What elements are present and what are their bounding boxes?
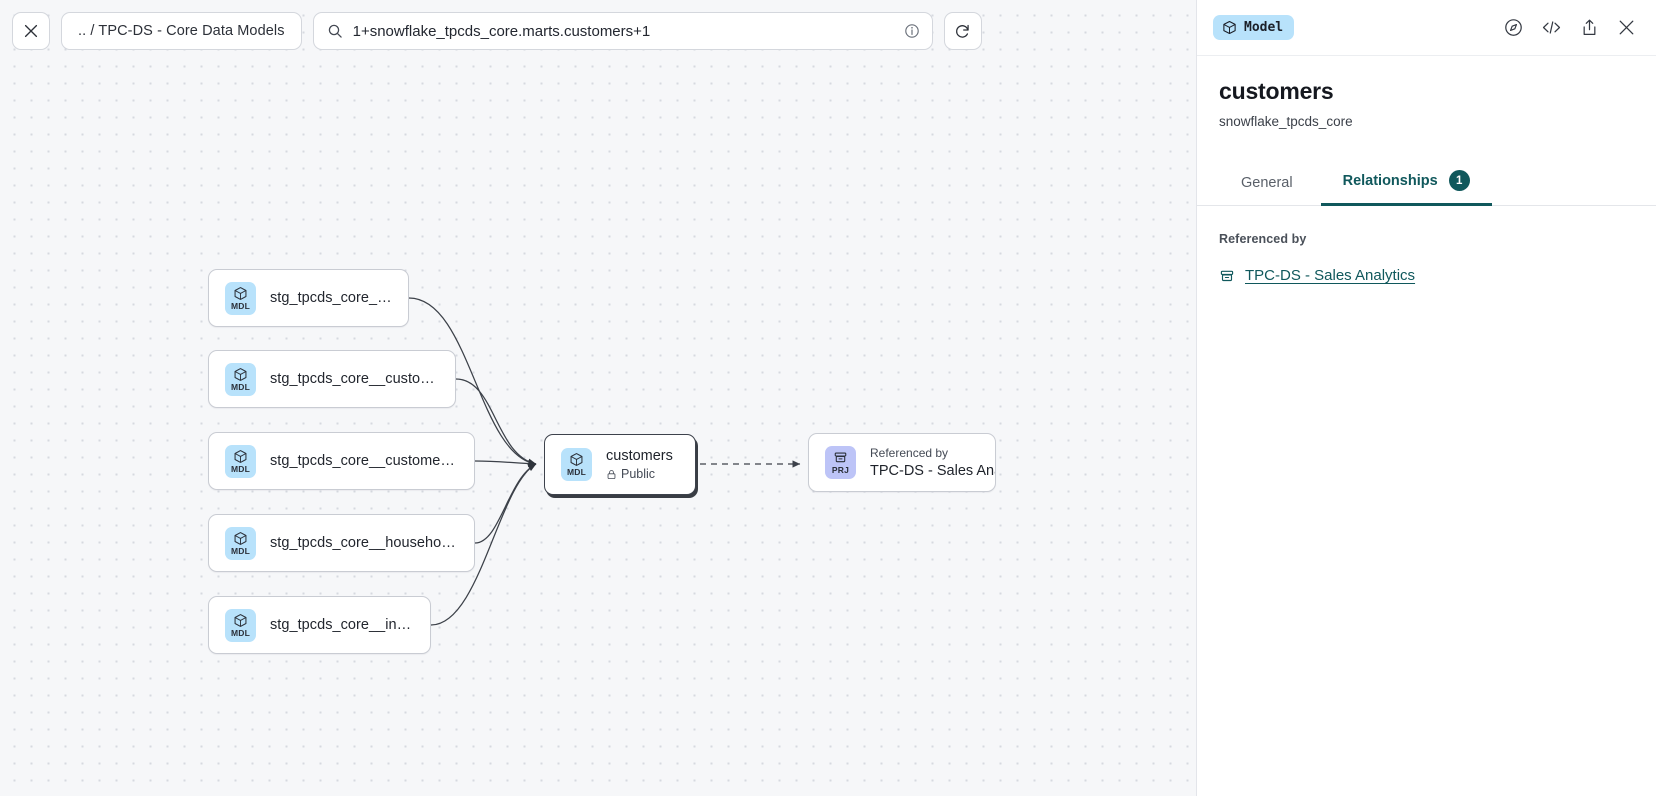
panel-header: customers snowflake_tpcds_core — [1197, 56, 1656, 129]
project-icon — [833, 450, 848, 465]
node-type-badge: MDL — [225, 281, 256, 315]
close-icon — [23, 23, 39, 39]
close-button[interactable] — [12, 12, 50, 50]
graph-node-title: TPC-DS - Sales Analytics — [870, 463, 995, 479]
lock-icon — [606, 469, 617, 480]
tab-general[interactable]: General — [1219, 165, 1315, 206]
graph-node-model[interactable]: MDL stg_tpcds_core__household_demogr… — [208, 514, 475, 572]
graph-node-label: stg_tpcds_core__customer — [270, 290, 392, 306]
referenced-by-label: Referenced by — [1219, 232, 1307, 246]
node-type-label: MDL — [230, 627, 250, 638]
refresh-icon — [954, 23, 971, 40]
node-type-badge: PRJ — [825, 446, 856, 479]
tab-relationships[interactable]: Relationships 1 — [1320, 160, 1492, 206]
graph-node-access-label: Public — [621, 467, 656, 481]
graph-nodes: MDL stg_tpcds_core__customerMDL stg_tpcds_… — [208, 269, 996, 654]
node-type-badge: MDL — [225, 444, 256, 478]
code-icon[interactable] — [1541, 18, 1562, 37]
cube-icon — [233, 286, 248, 301]
breadcrumb-label: .. / TPC-DS - Core Data Models — [78, 23, 285, 39]
share-icon[interactable] — [1580, 18, 1599, 37]
cube-icon — [233, 367, 248, 382]
node-type-label: MDL — [230, 300, 250, 311]
node-type-label: MDL — [230, 463, 250, 474]
graph-node-label: stg_tpcds_core__customer_address — [270, 371, 439, 387]
node-type-label: MDL — [230, 381, 250, 392]
canvas-toolbar: .. / TPC-DS - Core Data Models 1+snowfla… — [0, 0, 982, 50]
graph-node-title: customers — [606, 448, 673, 464]
details-panel: Model — [1196, 0, 1656, 796]
search-value: 1+snowflake_tpcds_core.marts.customers+1 — [352, 22, 651, 40]
tab-count-badge: 1 — [1448, 170, 1470, 191]
panel-toolbar: Model — [1197, 0, 1656, 56]
lineage-canvas[interactable]: MDL stg_tpcds_core__customerMDL stg_tpcds_… — [0, 0, 1196, 796]
graph-node-model[interactable]: MDL stg_tpcds_core__customer_address — [208, 350, 456, 408]
node-type-badge: MDL — [225, 362, 256, 396]
cube-icon — [233, 449, 248, 464]
node-type-badge: MDL — [561, 448, 592, 481]
breadcrumb-button[interactable]: .. / TPC-DS - Core Data Models — [61, 12, 302, 50]
node-type-label: PRJ — [831, 465, 850, 475]
node-type-badge: MDL — [225, 526, 256, 560]
close-icon[interactable] — [1617, 18, 1636, 37]
tab-label: Relationships — [1342, 172, 1438, 189]
search-icon — [327, 23, 343, 39]
graph-node-label: stg_tpcds_core__household_demogr… — [270, 535, 458, 551]
node-type-label: MDL — [230, 545, 250, 556]
graph-node-access: Public — [606, 467, 673, 481]
model-type-label: Model — [1244, 20, 1284, 35]
cube-icon — [233, 613, 248, 628]
node-type-label: MDL — [566, 467, 586, 477]
lineage-icon[interactable] — [1504, 18, 1523, 37]
cube-icon — [1222, 20, 1237, 35]
panel-content: Referenced by TPC-DS - Sales Analytics — [1197, 206, 1656, 284]
graph-node-model[interactable]: MDL stg_tpcds_core__customer — [208, 269, 409, 327]
panel-tabs: General Relationships 1 — [1197, 160, 1656, 206]
graph-node-model[interactable]: MDL stg_tpcds_core__customer_demogra… — [208, 432, 475, 490]
graph-node-project[interactable]: PRJ Referenced by TPC-DS - Sales Analytics — [808, 433, 996, 492]
cube-icon — [233, 531, 248, 546]
tab-label: General — [1241, 175, 1293, 191]
page-title: customers — [1219, 78, 1334, 104]
graph-node-label: stg_tpcds_core__customer_demogra… — [270, 453, 458, 469]
search-input[interactable]: 1+snowflake_tpcds_core.marts.customers+1 — [312, 12, 933, 50]
cube-icon — [569, 452, 584, 467]
reference-link[interactable]: TPC-DS - Sales Analytics — [1245, 267, 1416, 284]
reference-item[interactable]: TPC-DS - Sales Analytics — [1219, 267, 1634, 284]
graph-node-model[interactable]: MDL stg_tpcds_core__income_band — [208, 596, 431, 654]
model-type-chip[interactable]: Model — [1213, 15, 1295, 40]
panel-action-group — [1504, 18, 1636, 37]
info-icon[interactable] — [904, 23, 920, 39]
refresh-button[interactable] — [943, 12, 982, 50]
graph-node-kicker: Referenced by — [870, 446, 949, 460]
reference-list: TPC-DS - Sales Analytics — [1219, 267, 1634, 284]
node-type-badge: MDL — [225, 608, 256, 642]
graph-node-label: stg_tpcds_core__income_band — [270, 617, 414, 633]
project-icon — [1219, 268, 1235, 284]
page-subtitle: snowflake_tpcds_core — [1219, 114, 1353, 129]
